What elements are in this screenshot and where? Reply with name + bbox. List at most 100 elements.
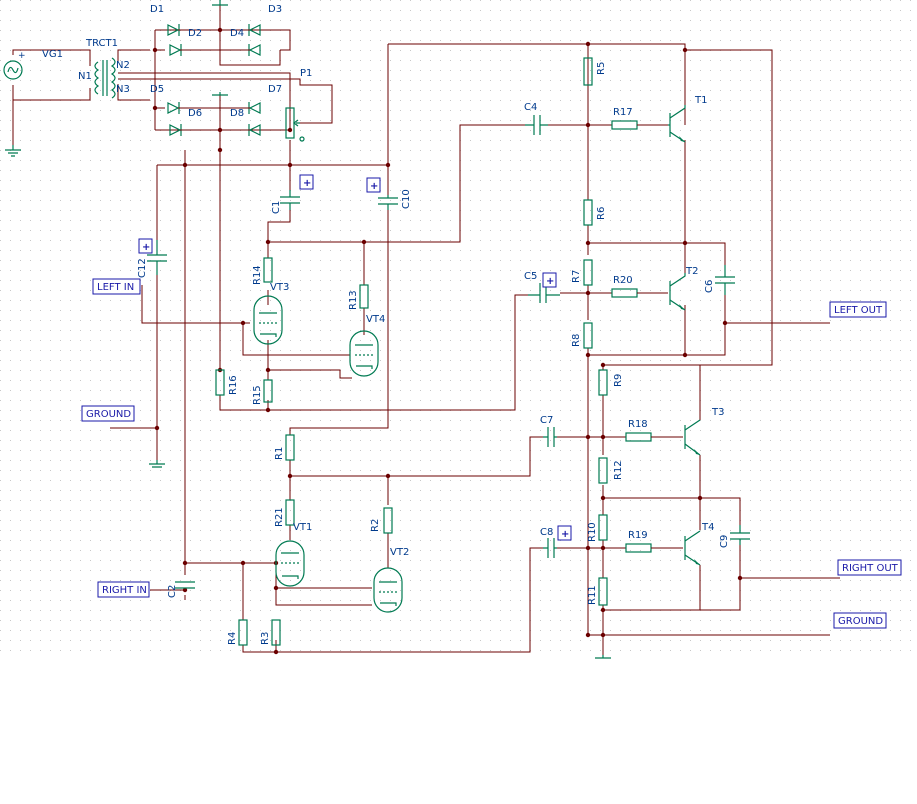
svg-text:RIGHT IN: RIGHT IN [102,585,147,596]
svg-text:RIGHT OUT: RIGHT OUT [842,563,899,574]
resistor-r4-icon[interactable] [238,619,248,646]
svg-text:+: + [561,529,569,540]
r9-label: R9 [613,374,624,387]
d2-label: D2 [188,28,202,39]
svg-text:+: + [142,242,150,253]
vt4-label: VT4 [366,314,385,325]
transistor-t3-icon[interactable] [684,419,701,456]
svg-text:+: + [546,276,554,287]
tube-vt2-icon[interactable] [373,567,403,613]
svg-text:LEFT IN: LEFT IN [97,282,134,293]
ground-icon [595,655,611,659]
ground-icon [212,0,228,6]
transistor-t1-icon[interactable] [668,105,686,143]
r5-label: R5 [596,62,607,75]
c9-label: C9 [719,535,730,548]
svg-text:GROUND: GROUND [86,409,131,420]
capacitor-c7-icon[interactable] [543,427,557,447]
tube-vt1-icon[interactable] [275,540,305,587]
trct1-label: TRCT1 [85,38,118,49]
r15-label: R15 [252,385,263,405]
resistor-r11-icon[interactable] [598,577,608,606]
port-ground-right[interactable]: GROUND [833,612,887,629]
polarity-mark: + [557,525,572,541]
d8-label: D8 [230,108,244,119]
capacitor-c6-icon[interactable] [715,265,735,295]
capacitor-c10-icon[interactable] [378,195,398,210]
c2-label: C2 [167,585,178,598]
c7-label: C7 [540,415,553,426]
d6-label: D6 [188,108,202,119]
d5-label: D5 [150,84,164,95]
resistor-r5-icon[interactable] [583,57,593,86]
r3-label: R3 [260,632,271,645]
port-right-out[interactable]: RIGHT OUT [837,559,902,576]
resistor-r15-icon[interactable] [263,379,273,403]
p1-label: P1 [300,68,312,79]
tube-vt4-icon[interactable] [349,330,379,377]
transistor-t4-icon[interactable] [684,530,701,566]
d1-label: D1 [150,4,164,15]
c5-label: C5 [524,271,537,282]
capacitor-c2-icon[interactable] [175,581,195,589]
d4-label: D4 [230,28,244,39]
port-right-in[interactable]: RIGHT IN [97,581,150,598]
transformer-icon[interactable] [94,57,116,99]
resistor-r9-icon[interactable] [598,369,608,396]
transistor-t2-icon[interactable] [669,273,686,311]
resistor-r7-icon[interactable] [583,259,593,286]
polarity-mark: + [138,238,153,254]
capacitor-c1-icon[interactable] [280,190,300,210]
r6-label: R6 [596,207,607,220]
ground-icon [149,460,165,468]
resistor-r2-icon[interactable] [383,507,393,534]
svg-text:+: + [303,178,311,189]
svg-text:+: + [370,181,378,192]
r14-label: R14 [252,265,263,285]
t1-label: T1 [694,95,707,106]
capacitor-c8-icon[interactable] [543,538,557,558]
voltage-source-icon[interactable]: + [3,51,26,80]
r7-label: R7 [571,270,582,283]
c6-label: C6 [704,280,715,293]
r4-label: R4 [227,632,238,645]
resistor-r3-icon[interactable] [271,619,281,646]
r8-label: R8 [571,334,582,347]
d7-label: D7 [268,84,282,95]
polarity-mark: + [366,177,381,193]
polarity-mark: + [299,174,314,190]
tube-vt3-icon[interactable] [253,295,283,345]
t2-label: T2 [685,266,698,277]
r11-label: R11 [587,585,598,605]
capacitor-c4-icon[interactable] [525,115,548,135]
polarity-mark: + [542,272,557,288]
resistor-r8-icon[interactable] [583,322,593,349]
ground-icon [212,92,228,96]
capacitor-c12-icon[interactable] [147,240,167,275]
port-ground-left[interactable]: GROUND [81,405,135,422]
resistor-r10-icon[interactable] [598,514,608,541]
potentiometer-p1-icon[interactable] [285,107,305,142]
t3-label: T3 [711,407,724,418]
resistor-r12-icon[interactable] [598,457,608,484]
resistor-r21-icon[interactable] [285,499,295,526]
resistor-r16-icon[interactable] [215,369,225,396]
capacitor-c9-icon[interactable] [730,525,750,545]
resistor-r14-icon[interactable] [263,257,273,283]
port-left-in[interactable]: LEFT IN [92,278,141,295]
resistor-r6-icon[interactable] [583,199,593,226]
capacitor-c5-icon[interactable] [528,283,560,303]
t4-label: T4 [701,522,714,533]
r16-label: R16 [228,375,239,395]
port-left-out[interactable]: LEFT OUT [829,301,887,318]
grid-background [0,0,917,660]
resistor-r13-icon[interactable] [359,284,369,309]
vt2-label: VT2 [390,547,409,558]
svg-text:+: + [18,51,26,61]
r19-label: R19 [628,530,648,541]
resistor-r1-icon[interactable] [285,434,295,461]
svg-text:GROUND: GROUND [838,616,883,627]
c12-label: C12 [137,258,148,278]
c1-label: C1 [271,201,282,214]
